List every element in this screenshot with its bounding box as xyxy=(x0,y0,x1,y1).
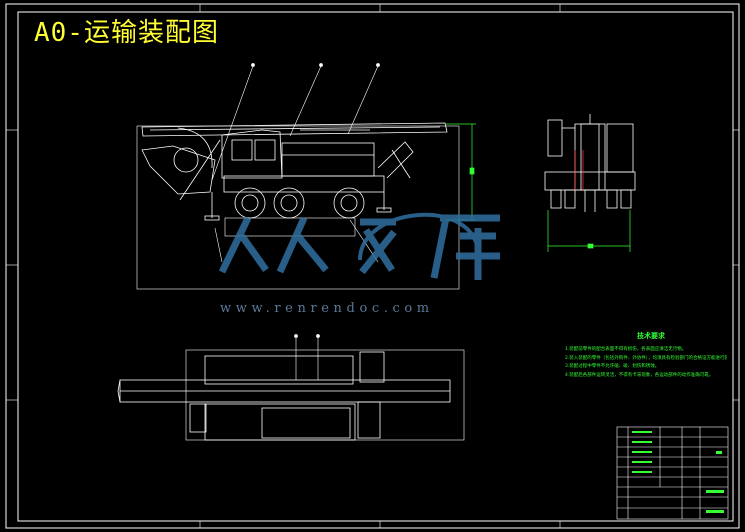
wheel-group xyxy=(234,187,365,219)
technical-note: 2.装入装配的零件（包括外购件、外协件），均须具有检验部门的合格证方能进行装配。 xyxy=(565,355,727,361)
technical-note: 3.装配过程中零件不允许磕、碰、划伤和锈蚀。 xyxy=(565,364,660,370)
technical-requirements-heading: 技术要求 xyxy=(637,332,665,340)
side-view-dimensions xyxy=(547,150,631,252)
side-view xyxy=(544,114,636,212)
drawing-frame xyxy=(5,3,740,529)
front-view-dimensions xyxy=(446,123,476,221)
technical-requirements-list: 1.装配前零件的配合表面不得有损伤，各表面应清洁无污物。 2.装入装配的零件（包… xyxy=(565,346,727,380)
plan-view xyxy=(117,334,465,441)
technical-note: 4.装配后各部件运转灵活，不得有卡滞现象，各运动部件的动作准确可靠。 xyxy=(565,372,714,378)
watermark-logo xyxy=(218,212,500,280)
front-view xyxy=(136,63,460,290)
watermark-url: www.renrendoc.com xyxy=(220,301,434,316)
technical-note: 1.装配前零件的配合表面不得有损伤，各表面应清洁无污物。 xyxy=(565,347,687,352)
page-title: A0-运输装配图 xyxy=(34,18,219,48)
title-block xyxy=(616,426,729,520)
